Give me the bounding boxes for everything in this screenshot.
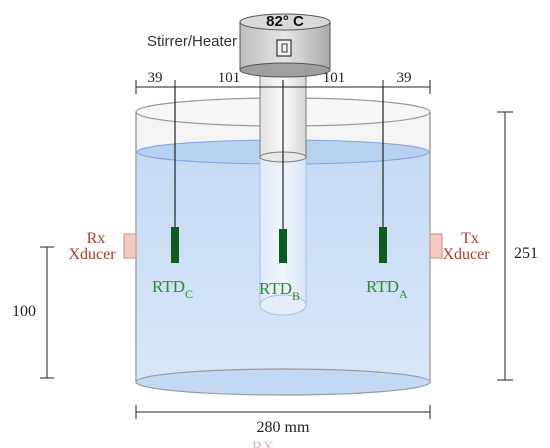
tx-label-line1: Tx xyxy=(461,230,479,247)
dim-top-right: 39 xyxy=(397,70,412,86)
rtd-a-sensor xyxy=(379,227,387,263)
display-icon xyxy=(276,39,292,57)
rtd-c-sensor xyxy=(171,227,179,263)
height-dimension xyxy=(497,111,513,381)
width-dimension xyxy=(135,405,431,419)
stirrer-heater: 82° C xyxy=(239,13,331,78)
dim-width: 280 mm xyxy=(257,419,310,436)
sensor-height-dimension xyxy=(40,246,54,379)
dim-height: 251 xyxy=(514,245,538,262)
top-dimension xyxy=(135,80,431,94)
rtd-a-label: RTDA xyxy=(366,277,408,301)
rtd-b-label: RTDB xyxy=(259,279,300,303)
rtd-c-label: RTDC xyxy=(152,277,193,301)
rtd-probe-b xyxy=(279,80,287,263)
rx-transducer xyxy=(123,233,137,259)
rtd-probe-c xyxy=(171,88,179,263)
dim-sensor-height: 100 xyxy=(12,303,36,320)
dim-top-left: 39 xyxy=(148,70,163,86)
heater-temperature: 82° C xyxy=(266,13,304,30)
heater-label: Stirrer/Heater xyxy=(147,33,237,50)
dim-top-mid-left: 101 xyxy=(218,70,241,86)
beaker-bottom xyxy=(135,368,431,396)
rtd-b-sensor xyxy=(279,229,287,263)
rx-label-line1: Rx xyxy=(87,230,106,247)
rtd-probe-a xyxy=(379,88,387,263)
tx-transducer xyxy=(429,233,443,259)
rx-label-line2: Xducer xyxy=(68,246,116,263)
tx-label-line2: Xducer xyxy=(442,246,490,263)
cropped-label: RX xyxy=(252,439,275,448)
dim-top-mid-right: 101 xyxy=(323,70,346,86)
